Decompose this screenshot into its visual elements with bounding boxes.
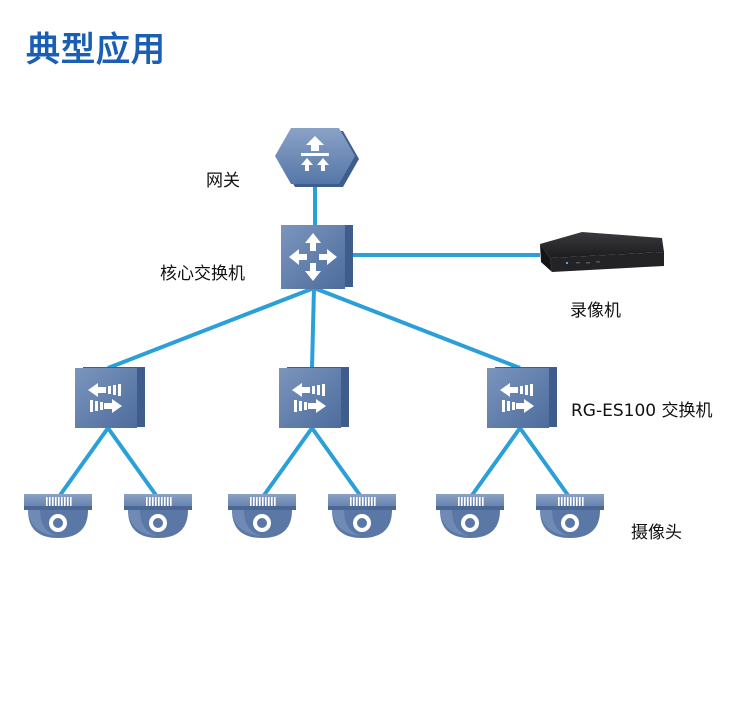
camera-device bbox=[228, 494, 296, 538]
access-switch-1 bbox=[75, 367, 145, 428]
link-core-switch1 bbox=[107, 286, 315, 370]
switch-arrows-icon bbox=[500, 383, 534, 413]
link-switch1-cam2 bbox=[106, 426, 160, 500]
link-switch2-cam4 bbox=[310, 426, 364, 500]
camera-device bbox=[436, 494, 504, 538]
link-switch3-cam6 bbox=[518, 426, 572, 500]
gateway-label: 网关 bbox=[206, 171, 240, 191]
core-switch-device bbox=[281, 225, 353, 289]
core-switch-label: 核心交换机 bbox=[160, 264, 245, 284]
access-switch-label: RG-ES100 交换机 bbox=[571, 401, 713, 421]
recorder-device bbox=[540, 232, 664, 272]
gateway-device bbox=[275, 128, 359, 187]
page-title: 典型应用 bbox=[26, 30, 166, 70]
link-core-switch3 bbox=[313, 286, 521, 370]
link-switch1-cam1 bbox=[56, 426, 110, 500]
switch-arrows-icon bbox=[88, 383, 122, 413]
access-switch-3 bbox=[487, 367, 557, 428]
cameras bbox=[24, 494, 604, 538]
links bbox=[56, 185, 572, 500]
gateway-icon bbox=[301, 136, 329, 171]
link-switch3-cam5 bbox=[468, 426, 522, 500]
camera-label: 摄像头 bbox=[631, 523, 682, 543]
access-switch-2 bbox=[279, 367, 349, 428]
camera-device bbox=[536, 494, 604, 538]
link-core-switch2 bbox=[310, 287, 316, 369]
camera-device bbox=[24, 494, 92, 538]
core-switch-icon bbox=[289, 233, 337, 281]
camera-device bbox=[328, 494, 396, 538]
switch-arrows-icon bbox=[292, 383, 326, 413]
recorder-label: 录像机 bbox=[570, 301, 621, 321]
camera-device bbox=[124, 494, 192, 538]
link-switch2-cam3 bbox=[260, 426, 314, 500]
